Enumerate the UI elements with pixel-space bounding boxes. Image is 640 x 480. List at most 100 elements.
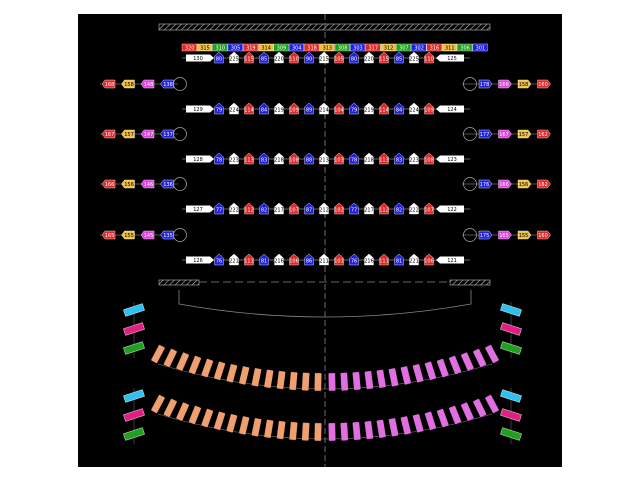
fan-seat[interactable] bbox=[460, 402, 475, 422]
seat[interactable] bbox=[244, 253, 254, 266]
fan-seat[interactable] bbox=[163, 348, 178, 368]
fan-seat[interactable] bbox=[448, 355, 462, 375]
fan-seat[interactable] bbox=[163, 398, 178, 418]
seat[interactable] bbox=[379, 102, 389, 115]
seat[interactable] bbox=[424, 51, 434, 64]
fan-seat[interactable] bbox=[226, 413, 238, 433]
seat[interactable] bbox=[259, 152, 269, 165]
seat[interactable] bbox=[379, 253, 389, 266]
fan-seat[interactable] bbox=[251, 417, 262, 437]
seat[interactable] bbox=[364, 102, 374, 115]
fan-seat[interactable] bbox=[314, 422, 322, 442]
seat[interactable] bbox=[334, 152, 344, 165]
seat[interactable] bbox=[424, 152, 434, 165]
seat[interactable] bbox=[349, 152, 359, 165]
seat[interactable] bbox=[214, 253, 224, 266]
row-end-left[interactable] bbox=[186, 155, 214, 163]
seat[interactable] bbox=[244, 51, 254, 64]
side-tag-left[interactable] bbox=[121, 129, 135, 139]
fan-seat[interactable] bbox=[388, 367, 399, 387]
side-tag-right[interactable] bbox=[478, 230, 493, 240]
seat[interactable] bbox=[304, 202, 314, 215]
fan-seat[interactable] bbox=[412, 413, 424, 433]
seat[interactable] bbox=[334, 253, 344, 266]
strip-cell[interactable] bbox=[411, 43, 427, 52]
seat[interactable] bbox=[409, 253, 419, 266]
fan-seat[interactable] bbox=[314, 372, 322, 392]
fan-seat[interactable] bbox=[352, 371, 361, 391]
fan-seat[interactable] bbox=[175, 402, 190, 422]
fan-seat[interactable] bbox=[340, 372, 349, 391]
seat[interactable] bbox=[244, 152, 254, 165]
row-end-left[interactable] bbox=[186, 256, 214, 264]
stack-seat[interactable] bbox=[123, 408, 145, 422]
fan-seat[interactable] bbox=[460, 352, 475, 372]
side-tag-left[interactable] bbox=[140, 179, 155, 189]
seat[interactable] bbox=[364, 152, 374, 165]
fan-seat[interactable] bbox=[201, 358, 214, 378]
seat[interactable] bbox=[229, 51, 239, 64]
strip-cell[interactable] bbox=[350, 43, 366, 52]
strip-cell[interactable] bbox=[197, 43, 213, 52]
fan-seat[interactable] bbox=[364, 420, 374, 440]
strip-cell[interactable] bbox=[319, 43, 335, 52]
fan-seat[interactable] bbox=[150, 394, 166, 414]
side-tag-right[interactable] bbox=[478, 129, 493, 139]
fan-seat[interactable] bbox=[352, 421, 361, 441]
seat[interactable] bbox=[319, 152, 329, 165]
fan-seat[interactable] bbox=[188, 405, 202, 425]
seat[interactable] bbox=[289, 51, 299, 64]
fan-seat[interactable] bbox=[276, 420, 286, 440]
seat[interactable] bbox=[349, 51, 359, 64]
stack-seat[interactable] bbox=[123, 303, 145, 317]
seat[interactable] bbox=[274, 253, 284, 266]
fan-seat[interactable] bbox=[238, 415, 250, 435]
fan-seat[interactable] bbox=[448, 405, 462, 425]
fan-seat[interactable] bbox=[201, 408, 214, 428]
fan-seat[interactable] bbox=[251, 367, 262, 387]
side-tag-right[interactable] bbox=[498, 230, 512, 240]
seat[interactable] bbox=[229, 152, 239, 165]
seat[interactable] bbox=[274, 102, 284, 115]
fan-seat[interactable] bbox=[276, 370, 286, 390]
fan-seat[interactable] bbox=[472, 398, 487, 418]
stack-seat[interactable] bbox=[500, 408, 522, 422]
side-tag-right[interactable] bbox=[478, 179, 493, 189]
strip-cell[interactable] bbox=[304, 43, 320, 52]
fan-seat[interactable] bbox=[364, 370, 374, 390]
fan-seat[interactable] bbox=[301, 372, 310, 391]
fan-seat[interactable] bbox=[188, 355, 202, 375]
stack-seat[interactable] bbox=[500, 389, 522, 403]
side-tag-right[interactable] bbox=[478, 79, 493, 89]
seat[interactable] bbox=[214, 202, 224, 215]
seat[interactable] bbox=[334, 102, 344, 115]
strip-cell[interactable] bbox=[227, 43, 243, 52]
seat[interactable] bbox=[289, 102, 299, 115]
side-tag-right[interactable] bbox=[517, 129, 532, 139]
strip-cell[interactable] bbox=[457, 43, 473, 52]
stack-seat[interactable] bbox=[123, 427, 145, 441]
seat[interactable] bbox=[379, 51, 389, 64]
strip-cell[interactable] bbox=[426, 43, 442, 52]
fan-seat[interactable] bbox=[213, 361, 226, 381]
seat[interactable] bbox=[289, 202, 299, 215]
stack-seat[interactable] bbox=[500, 427, 522, 441]
side-tag-right[interactable] bbox=[517, 179, 532, 189]
seat[interactable] bbox=[259, 202, 269, 215]
fan-seat[interactable] bbox=[289, 371, 298, 391]
seat[interactable] bbox=[214, 152, 224, 165]
fan-seat[interactable] bbox=[412, 363, 424, 383]
seat[interactable] bbox=[334, 202, 344, 215]
side-tag-right[interactable] bbox=[537, 230, 551, 240]
strip-cell[interactable] bbox=[334, 43, 350, 52]
seat[interactable] bbox=[229, 102, 239, 115]
seat[interactable] bbox=[274, 51, 284, 64]
seat[interactable] bbox=[379, 152, 389, 165]
fan-seat[interactable] bbox=[484, 344, 500, 364]
row-end-left[interactable] bbox=[186, 54, 214, 62]
side-tag-right[interactable] bbox=[517, 230, 532, 240]
strip-cell[interactable] bbox=[212, 43, 228, 52]
seat[interactable] bbox=[409, 51, 419, 64]
row-end-right[interactable] bbox=[436, 54, 464, 62]
side-tag-right[interactable] bbox=[537, 79, 551, 89]
